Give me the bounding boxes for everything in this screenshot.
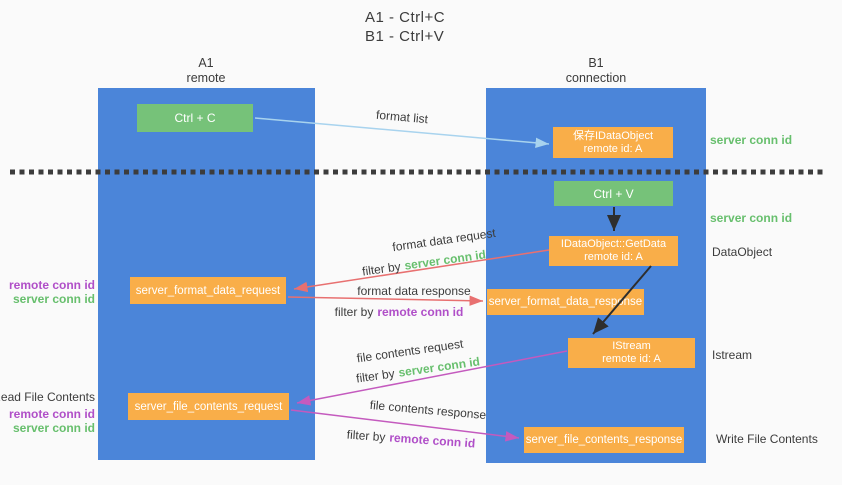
column-a1-name: A1 xyxy=(198,56,214,70)
label-server-conn-id-right-top: server conn id xyxy=(710,133,793,147)
file-contents-response-arrow xyxy=(290,409,520,442)
format-data-request-arrow xyxy=(293,249,550,293)
node-save-idataobject-line2: remote id: A xyxy=(583,142,643,155)
node-idataobject-getdata: IDataObject::GetData remote id: A xyxy=(549,236,678,266)
node-istream: IStream remote id: A xyxy=(568,338,695,368)
column-b1-subtitle: connection xyxy=(565,71,627,85)
node-getdata-line1: IDataObject::GetData xyxy=(560,238,667,250)
node-ctrl-c: Ctrl + C xyxy=(137,104,253,132)
diagram-title: A1 - Ctrl+C B1 - Ctrl+V xyxy=(365,8,445,46)
title-line-2: B1 - Ctrl+V xyxy=(365,28,445,45)
file-contents-request-arrow xyxy=(296,350,568,406)
node-server-file-contents-request: server_file_contents_request xyxy=(128,393,289,420)
node-server-format-data-request-label: server_format_data_request xyxy=(135,284,281,297)
label-istream: Istream xyxy=(712,348,753,362)
node-server-file-contents-response-label: server_file_contents_response xyxy=(525,434,683,446)
getdata-to-istream-arrow xyxy=(592,265,652,335)
label-group-read-file: Read File Contents remote conn id server… xyxy=(0,390,95,435)
node-istream-line1: IStream xyxy=(612,340,651,352)
label-group-conn-ids-top: remote conn id server conn id xyxy=(9,278,95,306)
label-server-conn-id-left-top: server conn id xyxy=(12,292,95,306)
label-format-data-response: format data response xyxy=(357,284,471,298)
node-ctrl-c-label: Ctrl + C xyxy=(174,111,216,125)
label-server-conn-id-left-bottom: server conn id xyxy=(12,421,95,435)
node-server-file-contents-request-label: server_file_contents_request xyxy=(134,400,283,413)
label-read-file-contents: Read File Contents xyxy=(0,390,95,404)
node-server-file-contents-response: server_file_contents_response xyxy=(524,427,684,453)
node-server-format-data-response-label: server_format_data_response xyxy=(488,296,643,308)
node-istream-line2: remote id: A xyxy=(602,353,661,365)
format-data-response-arrow xyxy=(287,295,484,306)
label-remote-conn-id-left-bottom: remote conn id xyxy=(8,407,95,421)
column-header-a1: A1 remote xyxy=(136,56,276,86)
node-save-idataobject-line1: 保存IDataObject xyxy=(572,129,654,142)
format-list-arrow xyxy=(254,117,550,149)
column-header-b1: B1 connection xyxy=(526,56,666,86)
node-ctrl-v-label: Ctrl + V xyxy=(593,186,634,201)
node-ctrl-v: Ctrl + V xyxy=(554,181,673,206)
node-getdata-line2: remote id: A xyxy=(584,251,643,263)
column-b1-name: B1 xyxy=(588,56,604,70)
node-save-idataobject: 保存IDataObject remote id: A xyxy=(553,127,673,158)
label-remote-conn-id-left-top: remote conn id xyxy=(8,278,95,292)
node-server-format-data-response: server_format_data_response xyxy=(487,289,644,315)
label-dataobject: DataObject xyxy=(712,245,773,259)
label-write-file-contents: Write File Contents xyxy=(716,432,818,446)
node-server-format-data-request: server_format_data_request xyxy=(130,277,286,304)
column-a1-subtitle: remote xyxy=(186,71,226,85)
title-line-1: A1 - Ctrl+C xyxy=(365,9,446,26)
label-server-conn-id-right-mid: server conn id xyxy=(710,211,793,225)
